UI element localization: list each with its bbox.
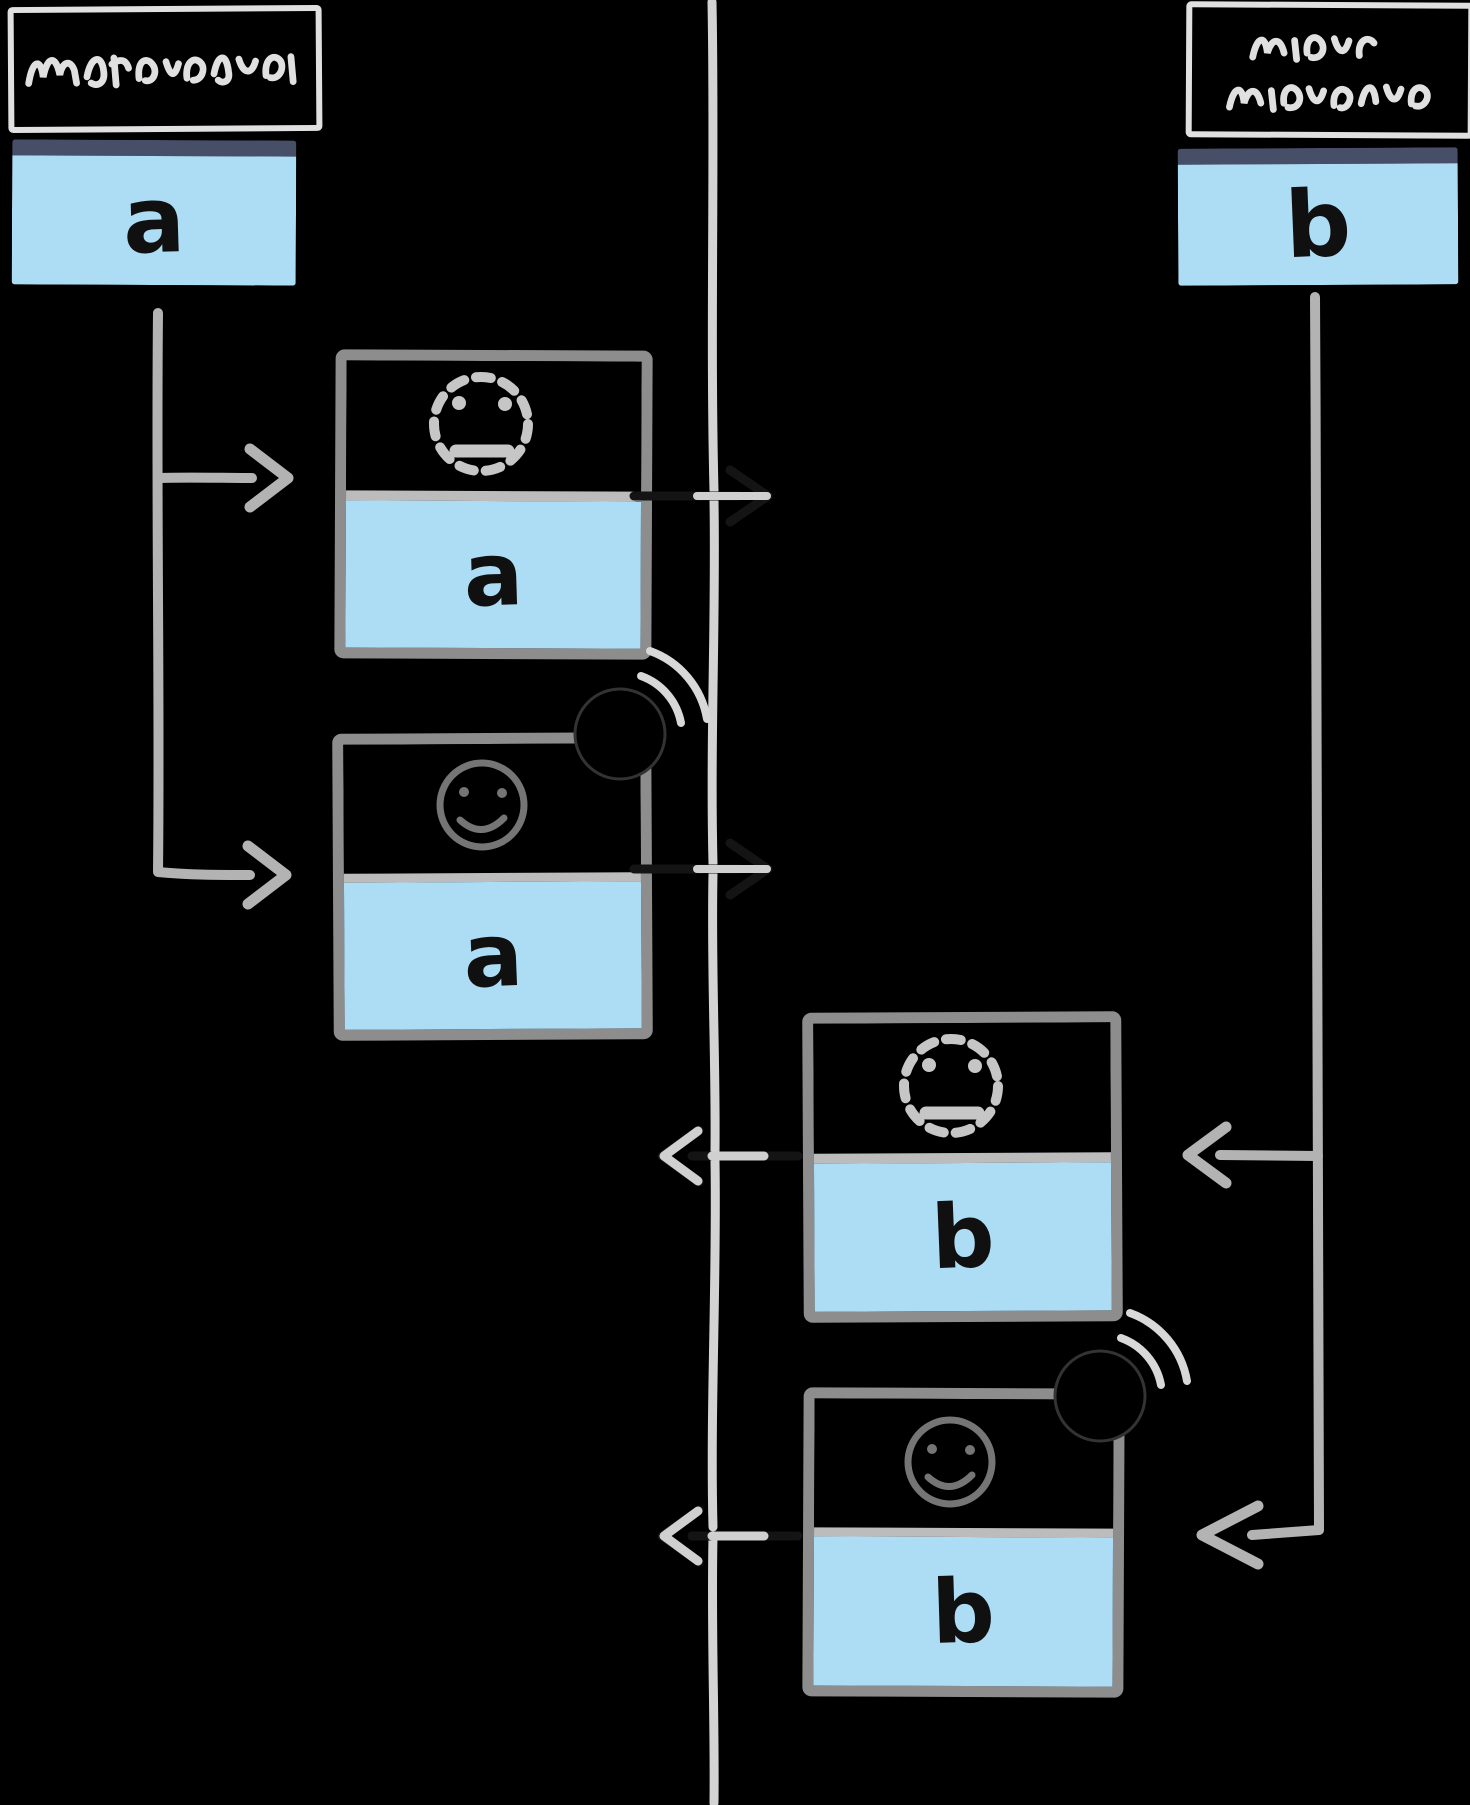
left-connector [152, 308, 294, 910]
worker-b-active-box: b [802, 1387, 1125, 1698]
broadcast-waves-icon [646, 647, 711, 723]
worker-b-installing-box: b [802, 1011, 1123, 1323]
worker-b-installing-label: b [929, 1183, 997, 1290]
arrow-right-icon [242, 840, 292, 910]
tab-b: b [1177, 147, 1459, 286]
left-title-handwriting-icon [25, 53, 297, 89]
worker-a-active-cache: a [343, 881, 642, 1030]
tab-b-titlebar [1177, 147, 1458, 165]
worker-a-active-label: a [461, 902, 525, 1008]
broadcast-waves-icon [1117, 1334, 1165, 1389]
worker-b-installing-cache: b [813, 1162, 1112, 1312]
worker-b-active-face-area [814, 1398, 1114, 1529]
right-title-handwriting-icon [1226, 34, 1431, 113]
worker-a-installing-face-area [346, 360, 642, 492]
arrow-left-icon [1196, 1500, 1264, 1570]
tab-a-label: a [121, 165, 187, 275]
worker-a-installing-label: a [461, 521, 525, 627]
worker-a-installing-box: a [334, 349, 653, 660]
tab-b-content: b [1177, 163, 1459, 286]
right-page-title-box [1185, 1, 1470, 139]
arrow-right-icon [244, 443, 294, 513]
center-timeline-line [707, 0, 720, 1805]
worker-b-installing-face-area [813, 1022, 1111, 1154]
arrow-left-icon [1182, 1121, 1232, 1189]
tab-b-label: b [1282, 169, 1354, 279]
request-arrow-left-icon [659, 1506, 769, 1566]
tab-a: a [11, 139, 297, 286]
worker-a-active-box: a [332, 732, 653, 1041]
request-arrow-left-icon [659, 1126, 769, 1186]
left-page-title-box [7, 4, 323, 134]
worker-b-active-label: b [930, 1558, 997, 1664]
worker-b-active-cache: b [813, 1536, 1114, 1687]
worker-a-active-face-area [343, 743, 641, 874]
tab-a-content: a [11, 155, 297, 286]
right-connector [1182, 292, 1325, 1570]
ghost-request-arrows [629, 465, 803, 1567]
broadcast-waves-icon [1126, 1309, 1191, 1385]
tab-a-titlebar [12, 139, 297, 157]
broadcast-waves-icon [637, 672, 685, 727]
worker-a-installing-cache: a [345, 500, 642, 649]
